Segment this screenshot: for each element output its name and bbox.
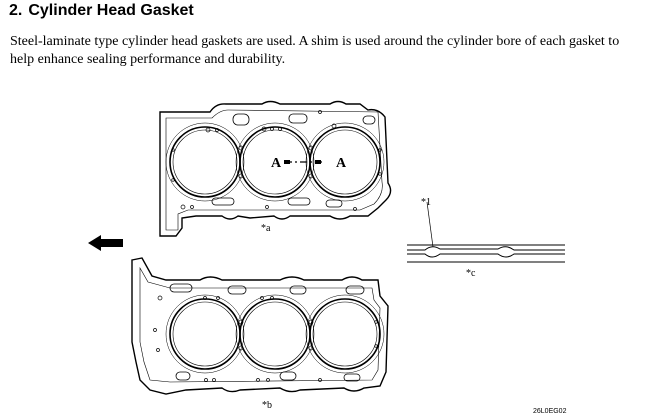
section-title: Cylinder Head Gasket	[28, 2, 194, 19]
section-heading: 2. Cylinder Head Gasket	[9, 1, 194, 21]
callout-b-label: *b	[262, 400, 272, 411]
section-marker-a-right: A	[336, 156, 347, 171]
gasket-bottom-illustration	[131, 257, 389, 395]
callout-1-label: *1	[421, 197, 431, 208]
section-number: 2.	[9, 2, 23, 19]
gasket-top-illustration	[159, 100, 392, 237]
direction-arrow-icon	[88, 235, 123, 251]
callout-a-label: *a	[261, 223, 271, 234]
figure-code: 26L0EG02	[533, 408, 567, 415]
section-line-a-a: A A	[271, 156, 347, 171]
section-marker-a-left: A	[271, 156, 282, 171]
callout-c-label: *c	[466, 268, 476, 279]
gasket-cross-section	[407, 201, 565, 263]
section-description: Steel-laminate type cylinder head gasket…	[10, 34, 620, 67]
